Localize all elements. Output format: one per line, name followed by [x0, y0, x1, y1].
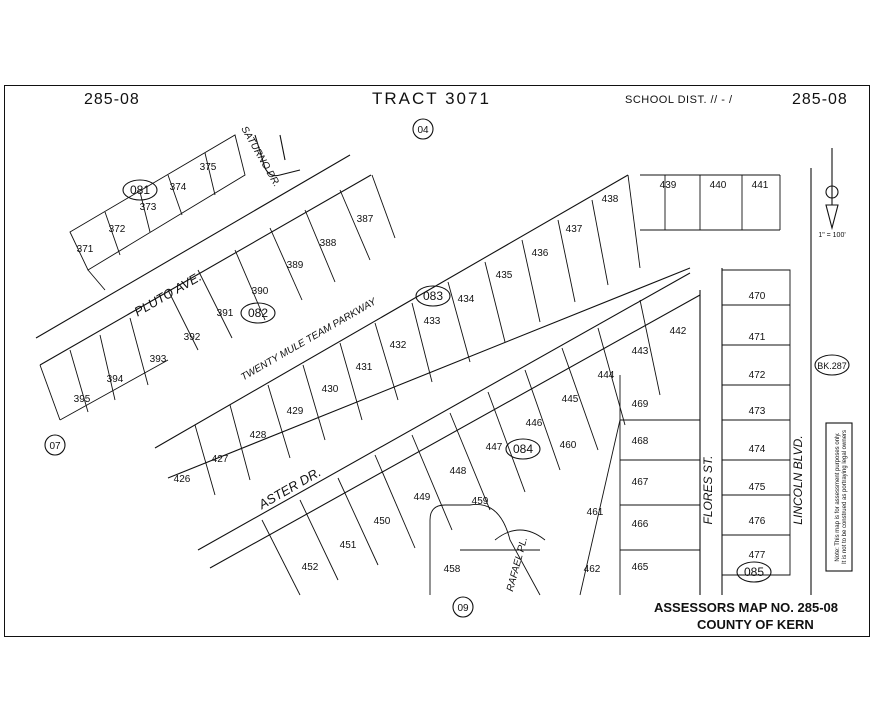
pluto-ave-road [35, 154, 372, 366]
parcel-number: 431 [356, 362, 373, 373]
street-label-rafael: RAFAEL PL. [505, 536, 530, 593]
parcel-number: 430 [322, 384, 339, 395]
parcel-number: 440 [710, 180, 727, 191]
parcel-number: 459 [472, 496, 489, 507]
block-085-lots [722, 269, 791, 576]
map-ref-07: 07 [49, 441, 61, 452]
street-label-lincoln: LINCOLN BLVD. [791, 435, 805, 524]
parcel-number: 477 [749, 550, 766, 561]
street-label-flores: FLORES ST. [701, 456, 715, 525]
parcel-number: 390 [252, 286, 269, 297]
parcel-number: 395 [74, 394, 91, 405]
parcel-number: 434 [458, 294, 475, 305]
block-number: 081 [130, 183, 150, 197]
parcel-number: 449 [414, 492, 431, 503]
parcel-number: 374 [170, 182, 187, 193]
parcel-number: 460 [560, 440, 577, 451]
parcel-number: 470 [749, 291, 766, 302]
tract-title: TRACT 3071 [372, 89, 491, 108]
county-label: COUNTY OF KERN [697, 617, 814, 632]
parcel-number: 443 [632, 346, 649, 357]
street-label-aster: ASTER DR. [255, 464, 323, 512]
north-arrow [825, 148, 839, 231]
parcel-number: 444 [598, 370, 615, 381]
map-ref-04: 04 [417, 125, 429, 136]
block-082-north-lots [167, 174, 396, 351]
block-083-lots [194, 174, 781, 496]
saturno-dr-road [254, 134, 301, 177]
parcel-number: 387 [357, 214, 374, 225]
parcel-number: 458 [444, 564, 461, 575]
block-number: 085 [744, 565, 764, 579]
parcel-number: 435 [496, 270, 513, 281]
right-map-number: 285-08 [792, 91, 848, 108]
map-ref-bk287: BK.287 [817, 361, 847, 371]
map-frame [4, 85, 870, 637]
flores-st-road [699, 268, 723, 595]
scale-label: 1" = 100' [818, 232, 845, 239]
parcel-number: 373 [140, 202, 157, 213]
map-ref-09: 09 [457, 603, 469, 614]
parcel-number: 469 [632, 399, 649, 410]
parcel-number: 450 [374, 516, 391, 527]
parcel-number: 476 [749, 516, 766, 527]
block-084-lots [261, 299, 700, 596]
block-number: 082 [248, 306, 268, 320]
parcel-number: 437 [566, 224, 583, 235]
parcel-number: 462 [584, 564, 601, 575]
parcel-number: 429 [287, 406, 304, 417]
assessment-note-box [825, 422, 853, 572]
parcel-number: 452 [302, 562, 319, 573]
block-ovals [122, 179, 772, 583]
parcel-number: 442 [670, 326, 687, 337]
parcel-number: 432 [390, 340, 407, 351]
parcel-number: 371 [77, 244, 94, 255]
parcel-number: 428 [250, 430, 267, 441]
parcel-number: 439 [660, 180, 677, 191]
parcel-number: 427 [212, 454, 229, 465]
parcel-number: 447 [486, 442, 503, 453]
parcel-number: 465 [632, 562, 649, 573]
parcel-number: 471 [749, 332, 766, 343]
parcel-number: 468 [632, 436, 649, 447]
parcel-number: 375 [200, 162, 217, 173]
parcel-number: 448 [450, 466, 467, 477]
parcel-number: 473 [749, 406, 766, 417]
parcel-number: 394 [107, 374, 124, 385]
parcel-number: 474 [749, 444, 766, 455]
parcel-number: 433 [424, 316, 441, 327]
block-082-south-lots [39, 317, 169, 421]
map-ref-circles [44, 118, 850, 618]
parcel-number: 393 [150, 354, 167, 365]
twenty-mule-team-parkway-road [154, 174, 691, 479]
parcel-number: 451 [340, 540, 357, 551]
parcel-number: 388 [320, 238, 337, 249]
block-number: 083 [423, 289, 443, 303]
parcel-number: 446 [526, 418, 543, 429]
parcel-number: 389 [287, 260, 304, 271]
parcel-number: 472 [749, 370, 766, 381]
parcel-number: 461 [587, 507, 604, 518]
parcel-number: 467 [632, 477, 649, 488]
assessors-map-number: ASSESSORS MAP NO. 285-08 [654, 600, 838, 615]
assessment-note: Note: This map is for assessment purpose… [835, 432, 841, 562]
block-081-lots [69, 134, 246, 291]
street-label-saturno: SATURNO DR. [238, 124, 282, 189]
parcel-number: 391 [217, 308, 234, 319]
parcel-number: 475 [749, 482, 766, 493]
parcel-number: 445 [562, 394, 579, 405]
school-district: SCHOOL DIST. // - / [625, 94, 733, 106]
parcel-number: 466 [632, 519, 649, 530]
assessment-note: It is not to be construed as portraying … [842, 430, 848, 564]
parcel-number: 426 [174, 474, 191, 485]
parcel-number: 372 [109, 224, 126, 235]
left-map-number: 285-08 [84, 91, 140, 108]
block-number: 084 [513, 442, 533, 456]
aster-dr-road [197, 272, 701, 569]
parcel-number: 438 [602, 194, 619, 205]
parcel-number: 392 [184, 332, 201, 343]
parcel-number: 441 [752, 180, 769, 191]
parcel-number: 436 [532, 248, 549, 259]
